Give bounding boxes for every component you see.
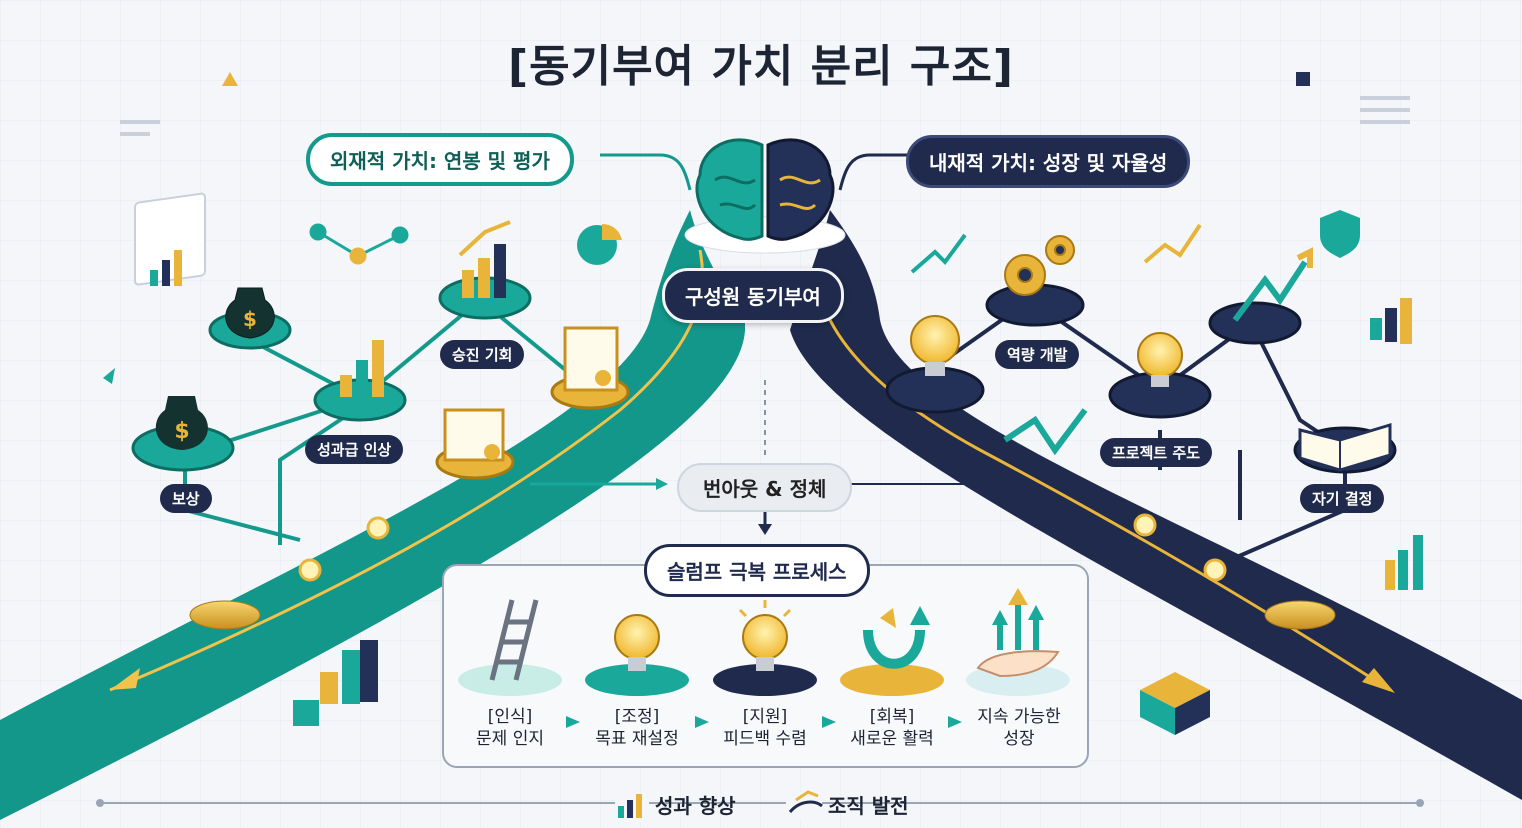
growth-chart-icon bbox=[615, 794, 649, 823]
burnout-pill: 번아웃 & 정체 bbox=[677, 463, 853, 512]
book-icon bbox=[1298, 422, 1392, 472]
extrinsic-title-pill: 외재적 가치: 연봉 및 평가 bbox=[306, 133, 574, 186]
slump-step-3-tag: [지원] bbox=[742, 707, 788, 727]
slump-step-platforms bbox=[458, 664, 1070, 696]
footer-performance: 성과 향상 bbox=[655, 794, 736, 818]
intrinsic-connector bbox=[838, 153, 920, 191]
recovery-arrow-icon bbox=[863, 606, 930, 669]
step-arrows bbox=[566, 716, 962, 728]
cube-icon bbox=[1140, 672, 1210, 735]
slump-step-2-tag: [조정] bbox=[614, 707, 660, 727]
slump-step-1: [인식] 문제 인지 bbox=[451, 706, 569, 750]
intrinsic-road bbox=[790, 210, 1522, 800]
slump-step-3: [지원] 피드백 수렴 bbox=[706, 706, 824, 750]
growth-hand-icon bbox=[976, 588, 1060, 678]
money-bag-icon: $ $ bbox=[155, 287, 275, 450]
step-lightbulb-icons bbox=[614, 600, 792, 671]
pie-chart-icon bbox=[577, 223, 622, 265]
node-label-bonus: 성과급 인상 bbox=[305, 435, 404, 464]
slump-step-2-text: 목표 재설정 bbox=[595, 729, 679, 749]
gear-icon bbox=[1004, 235, 1075, 296]
slump-step-1-text: 문제 인지 bbox=[476, 729, 544, 749]
burnout-arrowhead-down bbox=[758, 524, 772, 535]
coin-stacks bbox=[189, 600, 1336, 630]
extrinsic-arrowhead bbox=[110, 668, 140, 690]
footer-divider-dot-right bbox=[1416, 799, 1424, 807]
growth-arrow-icon bbox=[910, 223, 1313, 456]
intrinsic-arrowhead bbox=[1362, 668, 1395, 693]
node-label-promotion: 승진 기회 bbox=[440, 340, 525, 369]
extrinsic-road bbox=[0, 210, 745, 820]
svg-text:$: $ bbox=[243, 307, 257, 331]
decorative-lines bbox=[120, 96, 1410, 136]
svg-text:$: $ bbox=[174, 419, 189, 444]
slump-step-2: [조정] 목표 재설정 bbox=[578, 706, 696, 750]
certificate-icon bbox=[443, 326, 619, 462]
decorative-marks bbox=[103, 72, 1310, 384]
lightbulb-icon bbox=[910, 315, 1183, 387]
slump-step-4-tag: [회복] bbox=[869, 707, 915, 727]
footer-organization: 조직 발전 bbox=[828, 794, 909, 818]
page-title: [동기부여 가치 분리 구조] bbox=[508, 41, 1014, 92]
extrinsic-connector bbox=[600, 153, 692, 191]
slump-title-pill: 슬럼프 극복 프로세스 bbox=[644, 544, 870, 597]
handshake-icon bbox=[786, 790, 823, 820]
intrinsic-title-pill: 내재적 가치: 성장 및 자율성 bbox=[906, 135, 1191, 188]
slump-step-4-text: 새로운 활력 bbox=[850, 729, 934, 749]
node-label-project: 프로젝트 주도 bbox=[1100, 438, 1213, 467]
slump-step-5-tag: 지속 가능한 bbox=[977, 707, 1061, 727]
slump-step-4: [회복] 새로운 활력 bbox=[833, 706, 951, 750]
network-icon bbox=[309, 223, 409, 265]
node-label-competency: 역량 개발 bbox=[995, 340, 1080, 369]
road-waypoints bbox=[298, 513, 1227, 582]
ladder-icon bbox=[489, 599, 539, 681]
decorative-bars bbox=[293, 298, 1423, 726]
bar-chart-icon bbox=[340, 220, 511, 397]
brain-icon bbox=[684, 138, 846, 254]
dashboard-card-icon bbox=[134, 192, 206, 286]
slump-step-1-tag: [인식] bbox=[487, 707, 533, 727]
shield-icon bbox=[1320, 210, 1360, 258]
slump-step-5: 지속 가능한 성장 bbox=[960, 706, 1078, 750]
slump-step-3-text: 피드백 수렴 bbox=[723, 729, 807, 749]
burnout-arrowhead-in bbox=[656, 478, 668, 490]
footer-divider-dot-left bbox=[96, 799, 104, 807]
node-label-self-determination: 자기 결정 bbox=[1300, 484, 1385, 513]
node-label-reward: 보상 bbox=[160, 484, 212, 513]
slump-step-5-text: 성장 bbox=[1003, 729, 1035, 749]
core-motivation-pill: 구성원 동기부여 bbox=[662, 268, 844, 323]
